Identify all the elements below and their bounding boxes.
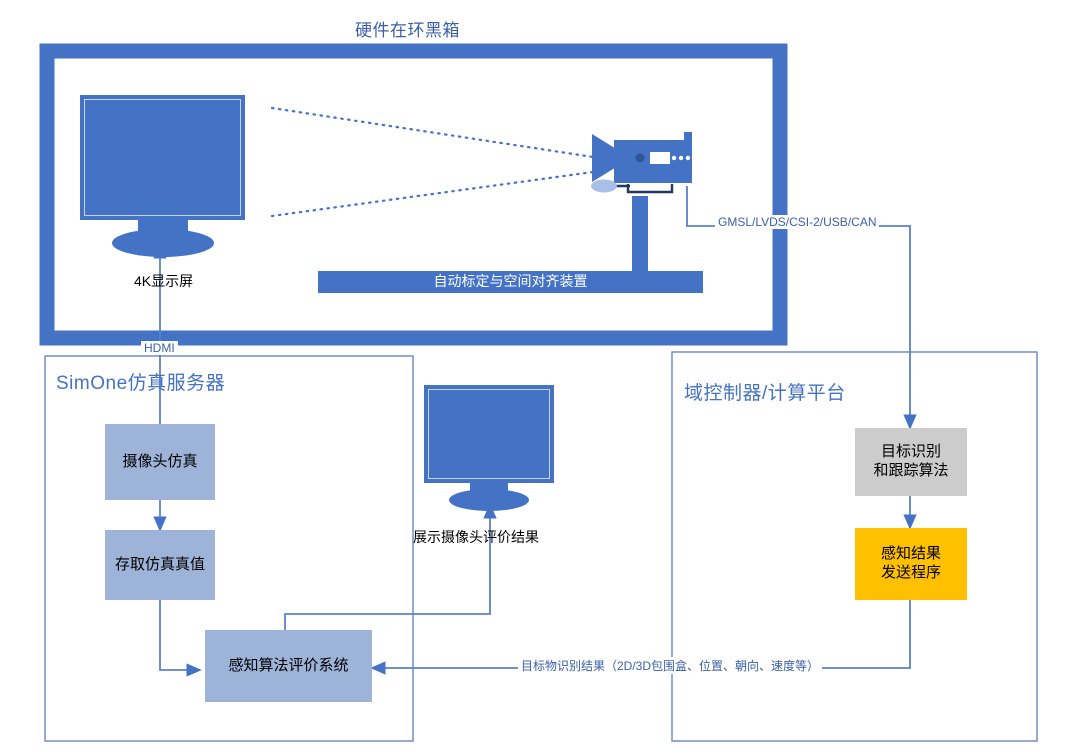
simone-panel-frame — [44, 355, 414, 742]
node-perception-eval-system[interactable]: 感知算法评价系统 — [205, 630, 372, 702]
edge-storetruth-eval — [159, 600, 202, 677]
monitor-4k-base — [112, 229, 214, 257]
edge-label-hdmi: HDMI — [141, 341, 178, 355]
monitor-4k-label: 4K显示屏 — [134, 273, 194, 289]
page-title: 硬件在环黑箱 — [355, 21, 460, 40]
monitor-eval-result-base — [449, 489, 529, 511]
monitor-4k-screen — [80, 95, 245, 220]
node-camera-simulation[interactable]: 摄像头仿真 — [105, 424, 215, 500]
calibration-device-bar: 自动标定与空间对齐装置 — [318, 271, 703, 293]
fov-line-top — [270, 106, 595, 159]
monitor-eval-result-label: 展示摄像头评价结果 — [413, 529, 539, 545]
video-camera-icon — [591, 132, 692, 274]
edge-label-perception-output: 目标物识别结果（2D/3D包围盒、位置、朝向、速度等） — [518, 657, 823, 674]
edge-label-sensor-bus: GMSL/LVDS/CSI-2/USB/CAN — [715, 215, 880, 229]
hil-outer-frame — [39, 43, 788, 346]
edge-eval-display — [284, 503, 497, 630]
fov-line-bottom — [270, 170, 595, 218]
simone-panel-title: SimOne仿真服务器 — [56, 373, 226, 394]
domain-panel-frame — [671, 351, 1038, 742]
node-perception-result-sender[interactable]: 感知结果 发送程序 — [855, 528, 967, 600]
node-detection-tracking-algorithm[interactable]: 目标识别 和跟踪算法 — [855, 428, 967, 496]
monitor-eval-result-screen — [424, 385, 554, 483]
node-store-truth-value[interactable]: 存取仿真真值 — [105, 530, 215, 600]
domain-panel-title: 域控制器/计算平台 — [684, 383, 846, 404]
